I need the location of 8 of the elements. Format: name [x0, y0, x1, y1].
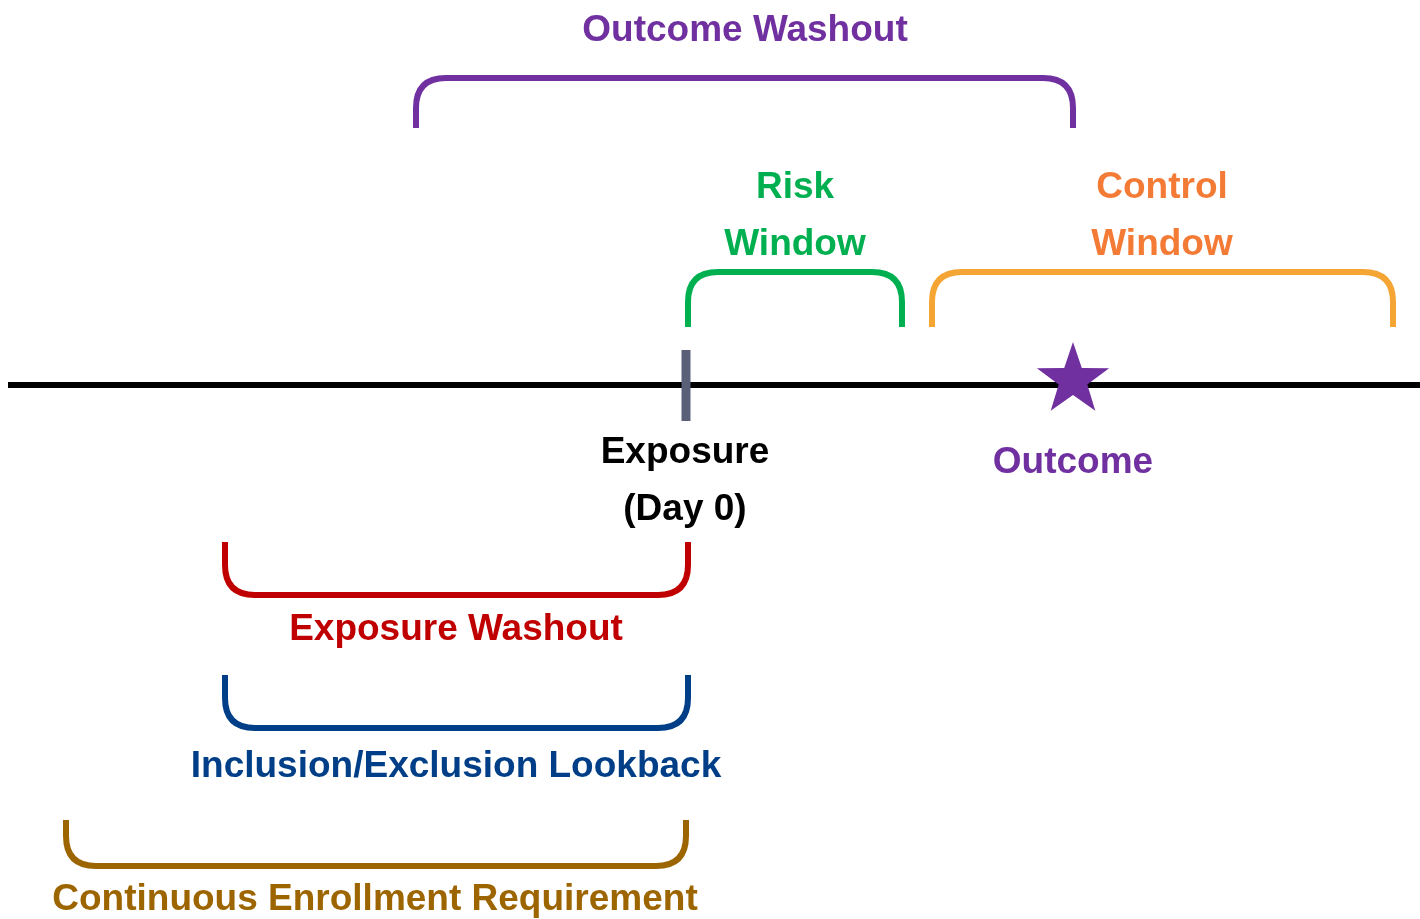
period-label: Exposure Washout [289, 605, 623, 650]
period-label: Inclusion/Exclusion Lookback [190, 742, 722, 787]
period-label: Outcome Washout [582, 6, 908, 51]
period-label: Risk Window [723, 164, 867, 265]
event-label: Outcome [992, 438, 1154, 483]
event-label: Exposure (Day 0) [599, 429, 771, 530]
period-label: Continuous Enrollment Requirement [52, 875, 698, 919]
period-label: Control Window [1090, 164, 1234, 265]
